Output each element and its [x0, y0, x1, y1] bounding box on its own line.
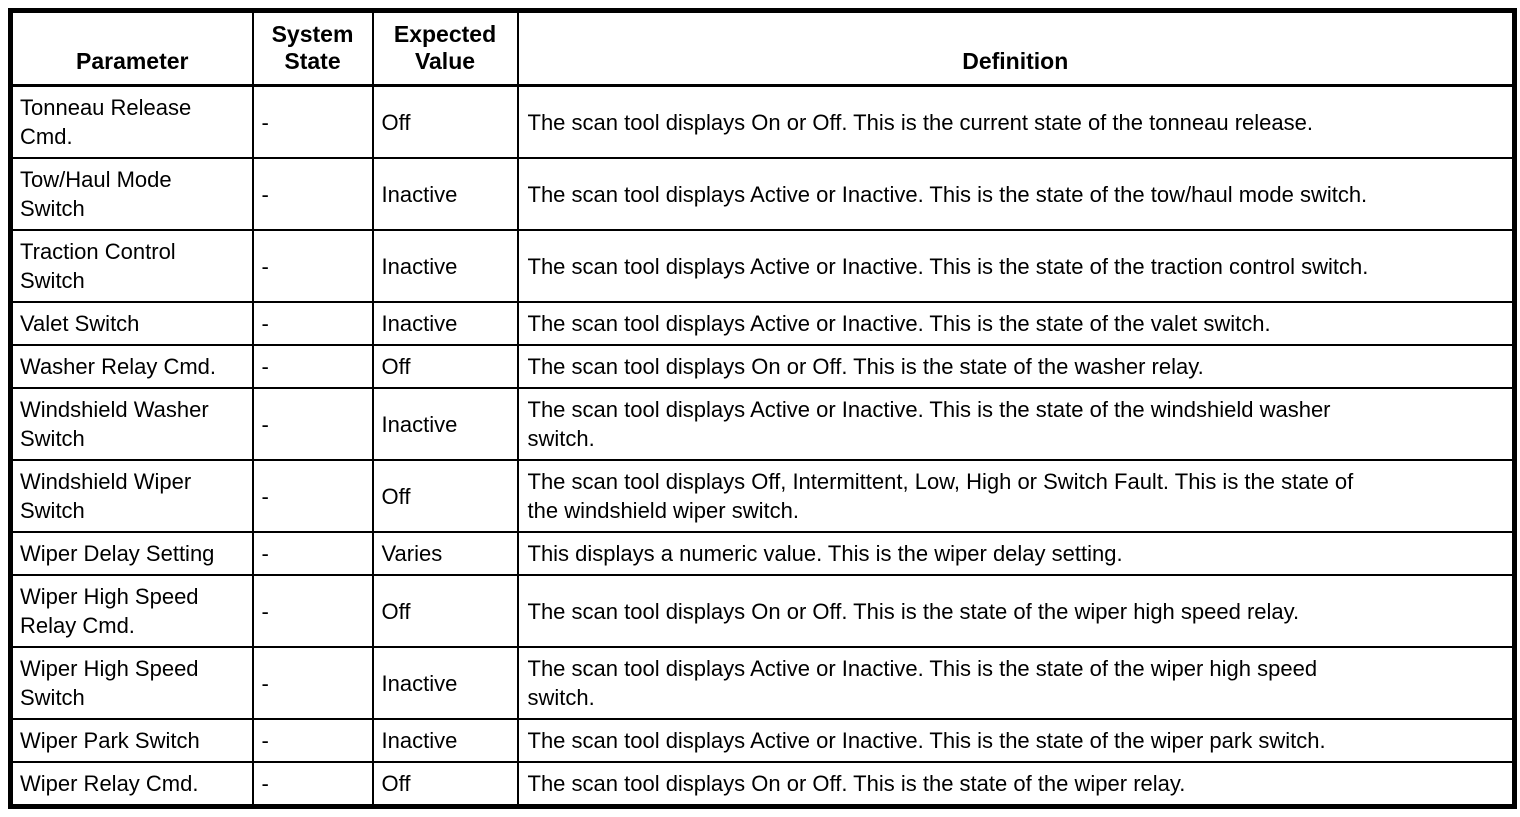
- system-state-cell: -: [251, 229, 374, 303]
- definition-cell: This displays a numeric value. This is t…: [516, 531, 1516, 576]
- definition-cell: The scan tool displays On or Off. This i…: [516, 574, 1516, 648]
- table-row: Wiper Park Switch - Inactive The scan to…: [9, 718, 1516, 763]
- expected-value-cell: Off: [371, 761, 519, 808]
- definition-cell: The scan tool displays Off, Intermittent…: [516, 459, 1516, 533]
- definition-cell: The scan tool displays Active or Inactiv…: [516, 301, 1516, 346]
- definition-cell: The scan tool displays Active or Inactiv…: [516, 229, 1516, 303]
- table-row: Wiper High Speed Switch - Inactive The s…: [9, 646, 1516, 720]
- table-row: Wiper High Speed Relay Cmd. - Off The sc…: [9, 574, 1516, 648]
- parameter-cell: Wiper High Speed Relay Cmd.: [9, 574, 254, 648]
- parameter-cell: Traction Control Switch: [9, 229, 254, 303]
- table-row: Tow/Haul Mode Switch - Inactive The scan…: [9, 157, 1516, 231]
- expected-value-cell: Inactive: [371, 387, 519, 461]
- system-state-cell: -: [251, 761, 374, 808]
- definition-cell: The scan tool displays On or Off. This i…: [516, 84, 1516, 159]
- parameter-cell: Wiper Relay Cmd.: [9, 761, 254, 808]
- system-state-cell: -: [251, 157, 374, 231]
- scan-tool-parameter-table: Parameter System State Expected Value De…: [8, 8, 1517, 809]
- expected-value-cell: Inactive: [371, 718, 519, 763]
- system-state-cell: -: [251, 344, 374, 389]
- parameter-cell: Tow/Haul Mode Switch: [9, 157, 254, 231]
- definition-cell: The scan tool displays On or Off. This i…: [516, 344, 1516, 389]
- expected-value-cell: Inactive: [371, 229, 519, 303]
- table-row: Windshield Wiper Switch - Off The scan t…: [9, 459, 1516, 533]
- system-state-cell: -: [251, 387, 374, 461]
- definition-cell: The scan tool displays Active or Inactiv…: [516, 157, 1516, 231]
- system-state-cell: -: [251, 574, 374, 648]
- parameter-cell: Wiper Park Switch: [9, 718, 254, 763]
- parameter-cell: Windshield Washer Switch: [9, 387, 254, 461]
- parameter-cell: Wiper High Speed Switch: [9, 646, 254, 720]
- parameter-cell: Valet Switch: [9, 301, 254, 346]
- table-row: Traction Control Switch - Inactive The s…: [9, 229, 1516, 303]
- table-body: Tonneau Release Cmd. - Off The scan tool…: [9, 84, 1516, 808]
- expected-value-cell: Off: [371, 344, 519, 389]
- table-row: Valet Switch - Inactive The scan tool di…: [9, 301, 1516, 346]
- definition-cell: The scan tool displays On or Off. This i…: [516, 761, 1516, 808]
- table-row: Wiper Delay Setting - Varies This displa…: [9, 531, 1516, 576]
- system-state-cell: -: [251, 301, 374, 346]
- header-definition: Definition: [516, 9, 1516, 87]
- definition-cell: The scan tool displays Active or Inactiv…: [516, 646, 1516, 720]
- parameter-cell: Windshield Wiper Switch: [9, 459, 254, 533]
- expected-value-cell: Inactive: [371, 157, 519, 231]
- parameter-cell: Washer Relay Cmd.: [9, 344, 254, 389]
- table-row: Wiper Relay Cmd. - Off The scan tool dis…: [9, 761, 1516, 808]
- expected-value-cell: Inactive: [371, 646, 519, 720]
- system-state-cell: -: [251, 459, 374, 533]
- definition-cell: The scan tool displays Active or Inactiv…: [516, 718, 1516, 763]
- parameter-cell: Tonneau Release Cmd.: [9, 84, 254, 159]
- expected-value-cell: Off: [371, 84, 519, 159]
- system-state-cell: -: [251, 646, 374, 720]
- header-system-state: System State: [251, 9, 374, 87]
- table-header: Parameter System State Expected Value De…: [9, 9, 1516, 87]
- header-row: Parameter System State Expected Value De…: [9, 9, 1516, 87]
- definition-cell: The scan tool displays Active or Inactiv…: [516, 387, 1516, 461]
- expected-value-cell: Off: [371, 574, 519, 648]
- system-state-cell: -: [251, 718, 374, 763]
- system-state-cell: -: [251, 84, 374, 159]
- expected-value-cell: Inactive: [371, 301, 519, 346]
- header-expected-value: Expected Value: [371, 9, 519, 87]
- table-row: Tonneau Release Cmd. - Off The scan tool…: [9, 84, 1516, 159]
- table-row: Windshield Washer Switch - Inactive The …: [9, 387, 1516, 461]
- table-row: Washer Relay Cmd. - Off The scan tool di…: [9, 344, 1516, 389]
- parameter-cell: Wiper Delay Setting: [9, 531, 254, 576]
- expected-value-cell: Off: [371, 459, 519, 533]
- system-state-cell: -: [251, 531, 374, 576]
- header-parameter: Parameter: [9, 9, 254, 87]
- expected-value-cell: Varies: [371, 531, 519, 576]
